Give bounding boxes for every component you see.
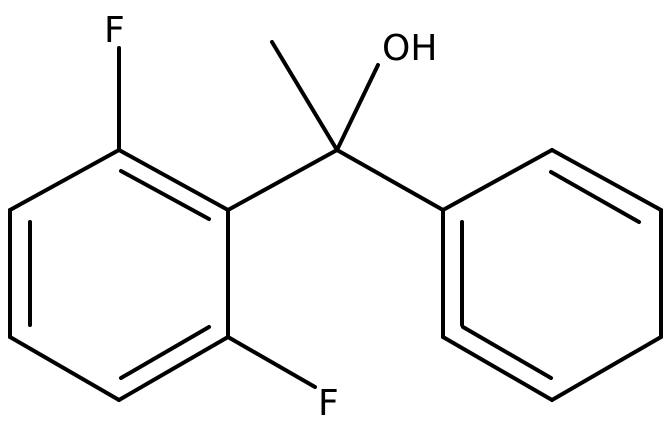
bond-central-methyl [270,40,339,152]
bond-central-phenyl [335,148,445,212]
bond-c2-c3 [8,148,121,212]
bond-p5-p6 [441,335,554,402]
double-bond-inner-top [119,169,211,221]
double-bond-inner-top-right [549,170,641,224]
bond-p1-p2 [441,148,554,212]
bond-c1-c2 [117,148,230,212]
double-bond-inner-bottom-right [461,325,553,380]
fluorine-top-label: F [104,10,125,51]
bond-ring-central [226,148,339,212]
hydroxyl-label: OH [382,28,437,69]
phenyl-ring [441,148,663,402]
bond-c4-c5 [8,335,121,402]
bond-c6-f-bottom [226,335,317,389]
bond-c5-c6 [117,335,230,402]
fluorine-bottom-label: F [318,383,339,424]
bond-p4-p5 [550,335,663,402]
difluorophenyl-ring [8,148,230,402]
double-bond-inner-bottom [119,325,211,380]
bond-central-oh [335,63,380,152]
bond-p2-p3 [550,148,663,212]
